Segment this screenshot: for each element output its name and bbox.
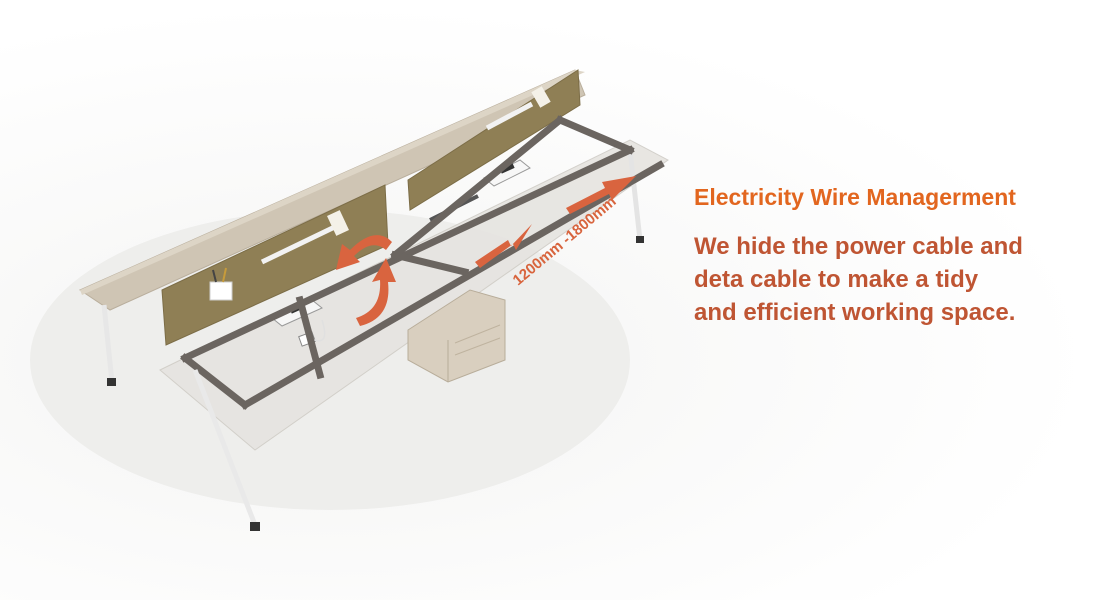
panel-rail-left <box>260 219 347 265</box>
paper-note-left <box>327 210 349 236</box>
feature-description: We hide the power cable and deta cable t… <box>694 233 1023 326</box>
arrow-left-down <box>475 224 532 268</box>
foot-back-right <box>636 236 644 243</box>
phone-cable <box>313 319 326 342</box>
pen-holder <box>209 281 233 301</box>
foot-back-left <box>107 378 116 386</box>
cabinet-drawer-line-2 <box>454 337 501 356</box>
leg-front-left <box>192 369 258 526</box>
front-desktop <box>159 139 669 451</box>
back-desktop-edge <box>80 70 585 295</box>
panel-rail-right <box>485 101 534 131</box>
privacy-panel-right <box>407 69 581 211</box>
workstation-desk-illustration: 1200mm -1800mm <box>30 69 669 531</box>
arrow-right-up <box>566 176 636 214</box>
cabinet-drawer-line-1 <box>454 324 501 344</box>
pen-2 <box>222 267 227 283</box>
paper-note-right <box>531 86 551 108</box>
leg-back-left <box>101 304 115 383</box>
leg-back-right <box>627 149 643 241</box>
steel-frame <box>180 115 665 410</box>
pen-1 <box>212 269 217 283</box>
foot-front-left <box>250 522 260 531</box>
curved-arrow-lower <box>356 258 396 326</box>
curved-arrow-upper <box>336 235 392 270</box>
pedestal-cabinet <box>407 289 506 383</box>
feature-heading: Electricity Wire Managerment <box>694 184 1016 210</box>
cable-flow-arrows <box>336 176 636 326</box>
